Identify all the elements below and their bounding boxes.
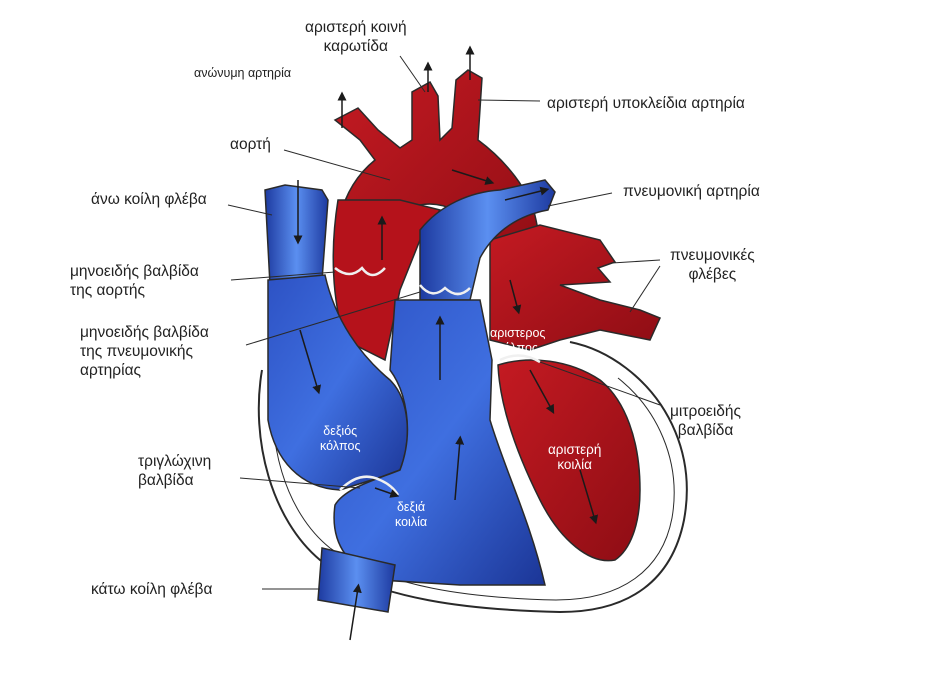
label-pulmonary-semilunar-valve: μηνοειδής βαλβίδα της πνευμονικής αρτηρί… — [80, 323, 209, 380]
pulmonary-valve-shape — [419, 284, 471, 296]
label-line: αριστερος — [490, 326, 546, 340]
label-line: δεξιός — [323, 424, 358, 438]
right-ventricle — [333, 299, 546, 586]
label-aortic-semilunar-valve: μηνοειδής βαλβίδα της αορτής — [70, 262, 199, 300]
mitral-valve-shape — [499, 354, 541, 364]
left-ventricle — [497, 359, 641, 562]
label-tricuspid-valve: τριγλώχινη βαλβίδα — [138, 452, 211, 490]
leader-lines — [227, 55, 661, 590]
label-inferior-vena-cava: κάτω κοίλη φλέβα — [91, 581, 213, 598]
label-line: της αορτής — [70, 282, 145, 299]
superior-vena-cava — [264, 184, 329, 291]
label-right-atrium: δεξιός κόλπος — [320, 424, 361, 454]
label-line: τριγλώχινη — [138, 453, 212, 470]
label-line: αρτηρίας — [80, 362, 141, 379]
inferior-vena-cava — [317, 547, 396, 613]
label-line: αριστερή — [548, 442, 602, 457]
label-line: κόλπος — [320, 439, 361, 453]
label-line: καρωτίδα — [323, 38, 388, 55]
aortic-valve-shape — [334, 266, 386, 277]
label-innominate-artery: ανώνυμη αρτηρία — [194, 66, 292, 80]
label-line: βαλβίδα — [677, 422, 734, 439]
label-line: δεξιά — [396, 500, 426, 514]
label-line: κοιλία — [557, 457, 592, 472]
label-line: αριστερή κοινή — [305, 19, 407, 36]
label-aorta: αορτή — [230, 136, 271, 153]
label-line: κοιλία — [395, 515, 428, 529]
flow-arrows — [293, 45, 599, 641]
label-line: φλέβες — [688, 266, 737, 283]
pericardium-outline — [257, 341, 688, 614]
label-line: κόλπος — [497, 341, 538, 355]
label-left-subclavian-artery: αριστερή υποκλείδια αρτηρία — [547, 95, 745, 112]
label-line: μηνοειδής βαλβίδα — [80, 324, 209, 341]
label-line: της πνευμονικής — [80, 343, 193, 360]
left-atrium — [489, 224, 662, 351]
label-mitral-valve: μιτροειδής βαλβίδα — [670, 402, 741, 440]
ascending-aorta — [332, 199, 442, 362]
label-pulmonary-veins: πνευμονικές φλέβες — [670, 246, 755, 284]
label-right-ventricle: δεξιά κοιλία — [395, 500, 427, 530]
label-line: βαλβίδα — [138, 472, 194, 489]
label-left-common-carotid: αριστερή κοινή καρωτίδα — [305, 18, 407, 56]
label-left-atrium: αριστερος κόλπος — [490, 326, 545, 356]
label-pulmonary-artery: πνευμονική αρτηρία — [623, 183, 760, 200]
label-line: μηνοειδής βαλβίδα — [70, 263, 199, 280]
label-left-ventricle: αριστερή κοιλία — [548, 442, 601, 472]
pulmonary-artery — [419, 179, 556, 301]
pericardium-outline-inner — [272, 371, 675, 601]
label-line: μιτροειδής — [670, 403, 742, 420]
label-line: πνευμονικές — [670, 247, 755, 264]
label-superior-vena-cava: άνω κοίλη φλέβα — [91, 191, 207, 208]
